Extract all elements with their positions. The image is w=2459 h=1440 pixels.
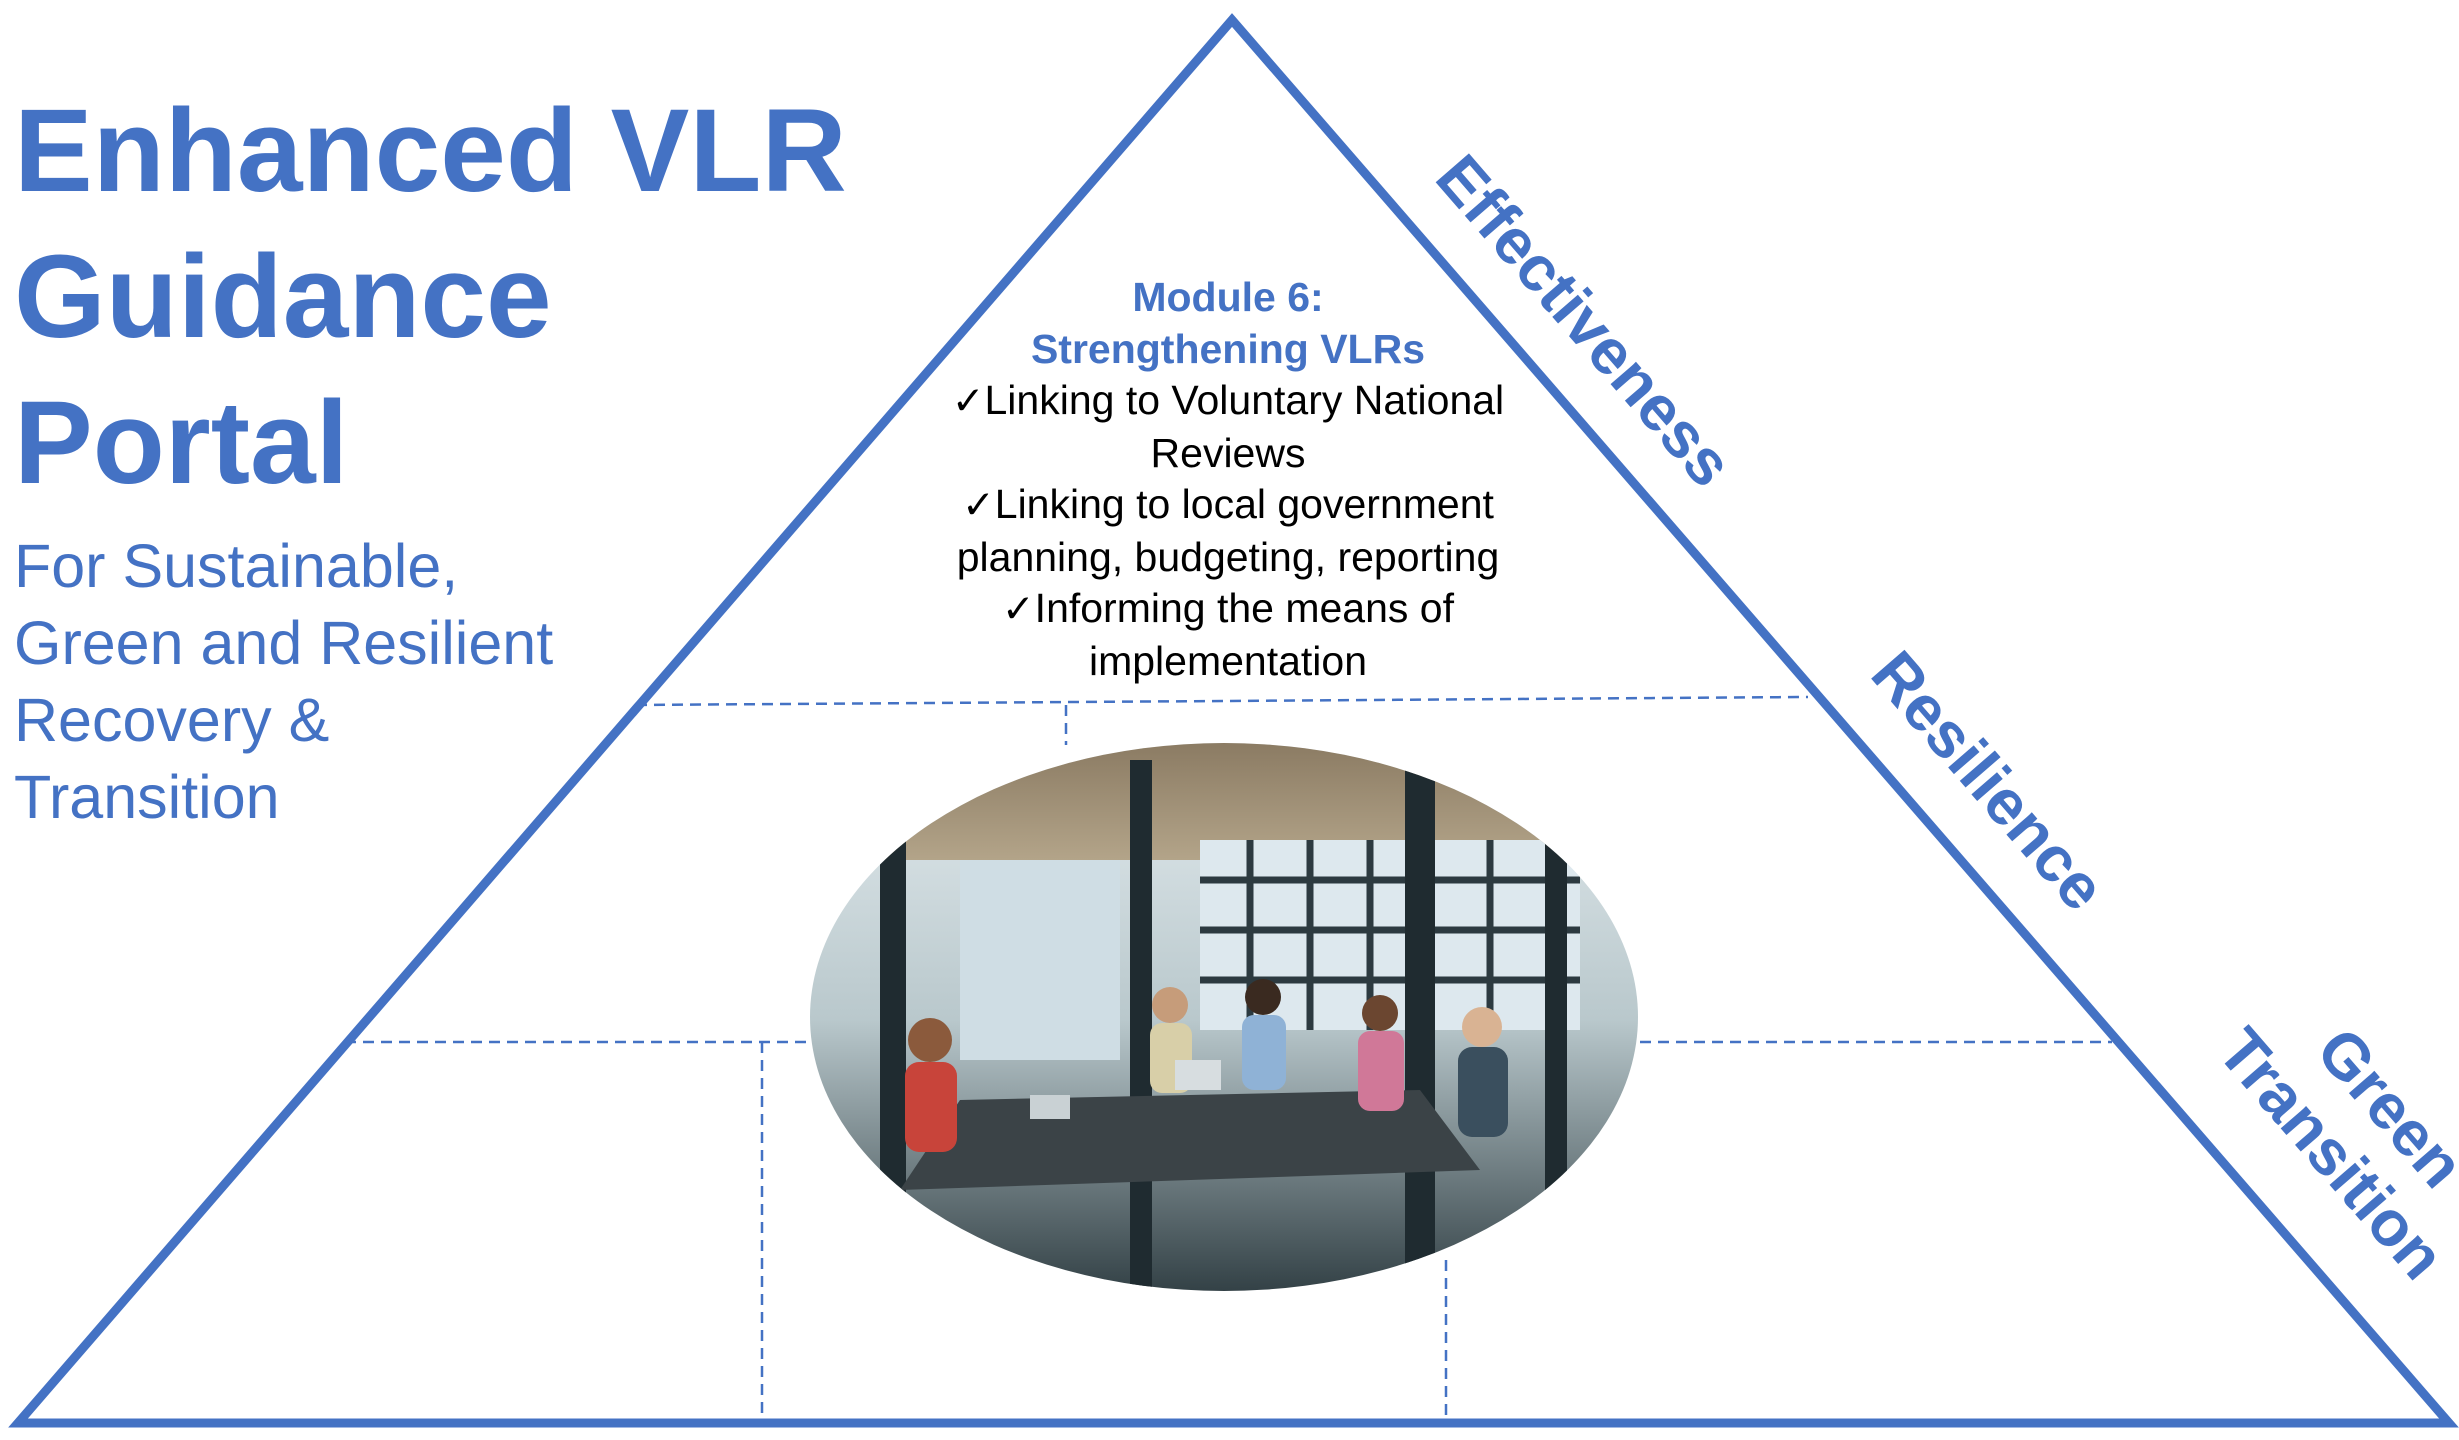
bullet-2-text-line1: Linking to local government [994,481,1494,527]
module-title-line2: Strengthening VLRs [1030,325,1426,372]
portal-title-line1: Enhanced VLR [14,85,847,217]
portal-subtitle-line2: Green and Resilient [14,609,554,677]
bullet-3: ✓Informing the means of [908,583,1548,636]
portal-subtitle-line3: Recovery & [14,686,330,754]
bullet-2: ✓Linking to local government [908,479,1548,532]
bullet-1-text-line1: Linking to Voluntary National [984,377,1505,423]
pyramid-dividers [345,695,2112,1418]
divider-top [635,695,1809,707]
bullet-3-text-line2: implementation [1088,637,1368,684]
portal-title-line2: Guidance [14,231,552,363]
check-icon: ✓ [1001,587,1035,632]
bullet-2-text-line2: planning, budgeting, reporting [956,533,1500,580]
meeting-room-photo [810,743,1638,1291]
module-title-line1: Module 6: [1132,274,1324,320]
portal-title: Enhanced VLR Guidance Portal [14,78,914,516]
bullet-3-text-line1: Informing the means of [1034,585,1455,631]
portal-subtitle-line4: Transition [14,763,280,831]
pyramid-outline [8,13,2459,1428]
portal-subtitle-line1: For Sustainable, [14,532,459,600]
bullet-1-text-line2: Reviews [1150,429,1306,476]
check-icon: ✓ [951,379,985,424]
portal-title-line3: Portal [14,377,349,509]
module-6-box: Module 6: Strengthening VLRs ✓Linking to… [908,272,1548,687]
portal-subtitle: For Sustainable, Green and Resilient Rec… [14,528,654,836]
check-icon: ✓ [962,483,995,528]
bullet-1: ✓Linking to Voluntary National [908,375,1548,428]
